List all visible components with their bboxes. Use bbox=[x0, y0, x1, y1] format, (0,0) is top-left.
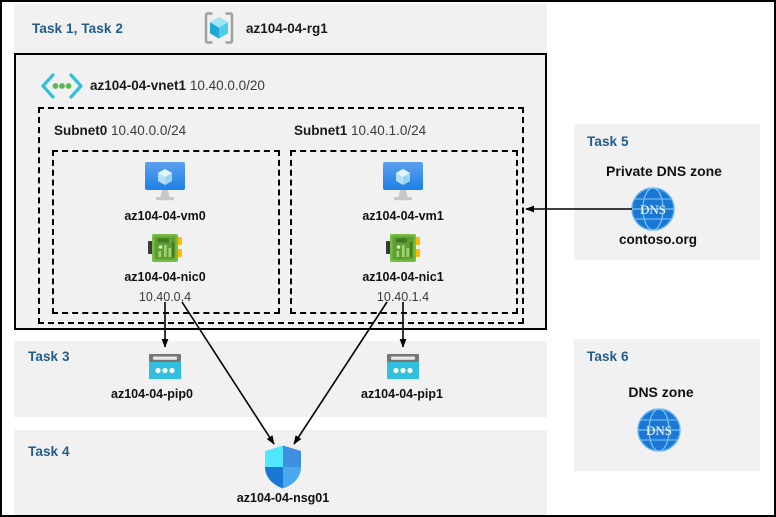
dns-icon-text: DNS bbox=[640, 202, 666, 217]
subnets-container bbox=[38, 107, 524, 324]
resource-group-name: az104-04-rg1 bbox=[246, 21, 328, 36]
vm0-label: az104-04-vm0 bbox=[124, 209, 206, 223]
subnet0-cidr: 10.40.0.0/24 bbox=[111, 123, 187, 138]
dns-zone-icon: DNS bbox=[636, 407, 682, 453]
subnet1-title: Subnet1 10.40.1.0/24 bbox=[294, 123, 427, 138]
task-label-3: Task 3 bbox=[28, 349, 70, 364]
nic0-label: az104-04-nic0 bbox=[124, 270, 206, 284]
nsg-label: az104-04-nsg01 bbox=[236, 491, 330, 505]
task-label-6: Task 6 bbox=[587, 349, 629, 364]
subnet0-box bbox=[52, 150, 280, 314]
nic1-label: az104-04-nic1 bbox=[362, 270, 444, 284]
virtual-network-cidr: 10.40.0.0/20 bbox=[189, 78, 265, 93]
task-label-4: Task 4 bbox=[28, 444, 70, 459]
public-dns-heading: DNS zone bbox=[628, 384, 694, 400]
dns-zone-icon: DNS bbox=[630, 186, 676, 232]
public-ip-panel bbox=[14, 341, 547, 417]
network-interface-icon bbox=[145, 232, 185, 264]
dns-icon-text: DNS bbox=[646, 423, 672, 438]
virtual-network-panel bbox=[14, 53, 547, 330]
pip1-label: az104-04-pip1 bbox=[361, 387, 443, 401]
private-dns-name: contoso.org bbox=[619, 232, 697, 247]
network-interface-icon bbox=[383, 232, 423, 264]
nic0-ip: 10.40.0.4 bbox=[138, 290, 192, 304]
virtual-network-name: az104-04-vnet1 10.40.0.0/20 bbox=[90, 78, 265, 93]
subnet0-title: Subnet0 10.40.0.0/24 bbox=[54, 123, 187, 138]
task-label-1-2: Task 1, Task 2 bbox=[32, 21, 123, 36]
virtual-machine-icon bbox=[378, 160, 428, 202]
vm1-label: az104-04-vm1 bbox=[362, 209, 444, 223]
resource-group-icon bbox=[202, 11, 236, 45]
task-label-5: Task 5 bbox=[587, 134, 629, 149]
nic1-ip: 10.40.1.4 bbox=[376, 290, 430, 304]
network-security-group-icon bbox=[262, 444, 304, 490]
pip0-label: az104-04-pip0 bbox=[111, 387, 193, 401]
virtual-network-icon bbox=[40, 73, 84, 99]
public-ip-address-icon bbox=[147, 352, 183, 382]
subnet1-box bbox=[290, 150, 518, 314]
public-ip-address-icon bbox=[385, 352, 421, 382]
private-dns-heading: Private DNS zone bbox=[606, 163, 722, 179]
resource-group-panel bbox=[14, 4, 547, 53]
subnet1-cidr: 10.40.1.0/24 bbox=[351, 123, 427, 138]
private-dns-panel bbox=[574, 124, 760, 260]
virtual-machine-icon bbox=[140, 160, 190, 202]
